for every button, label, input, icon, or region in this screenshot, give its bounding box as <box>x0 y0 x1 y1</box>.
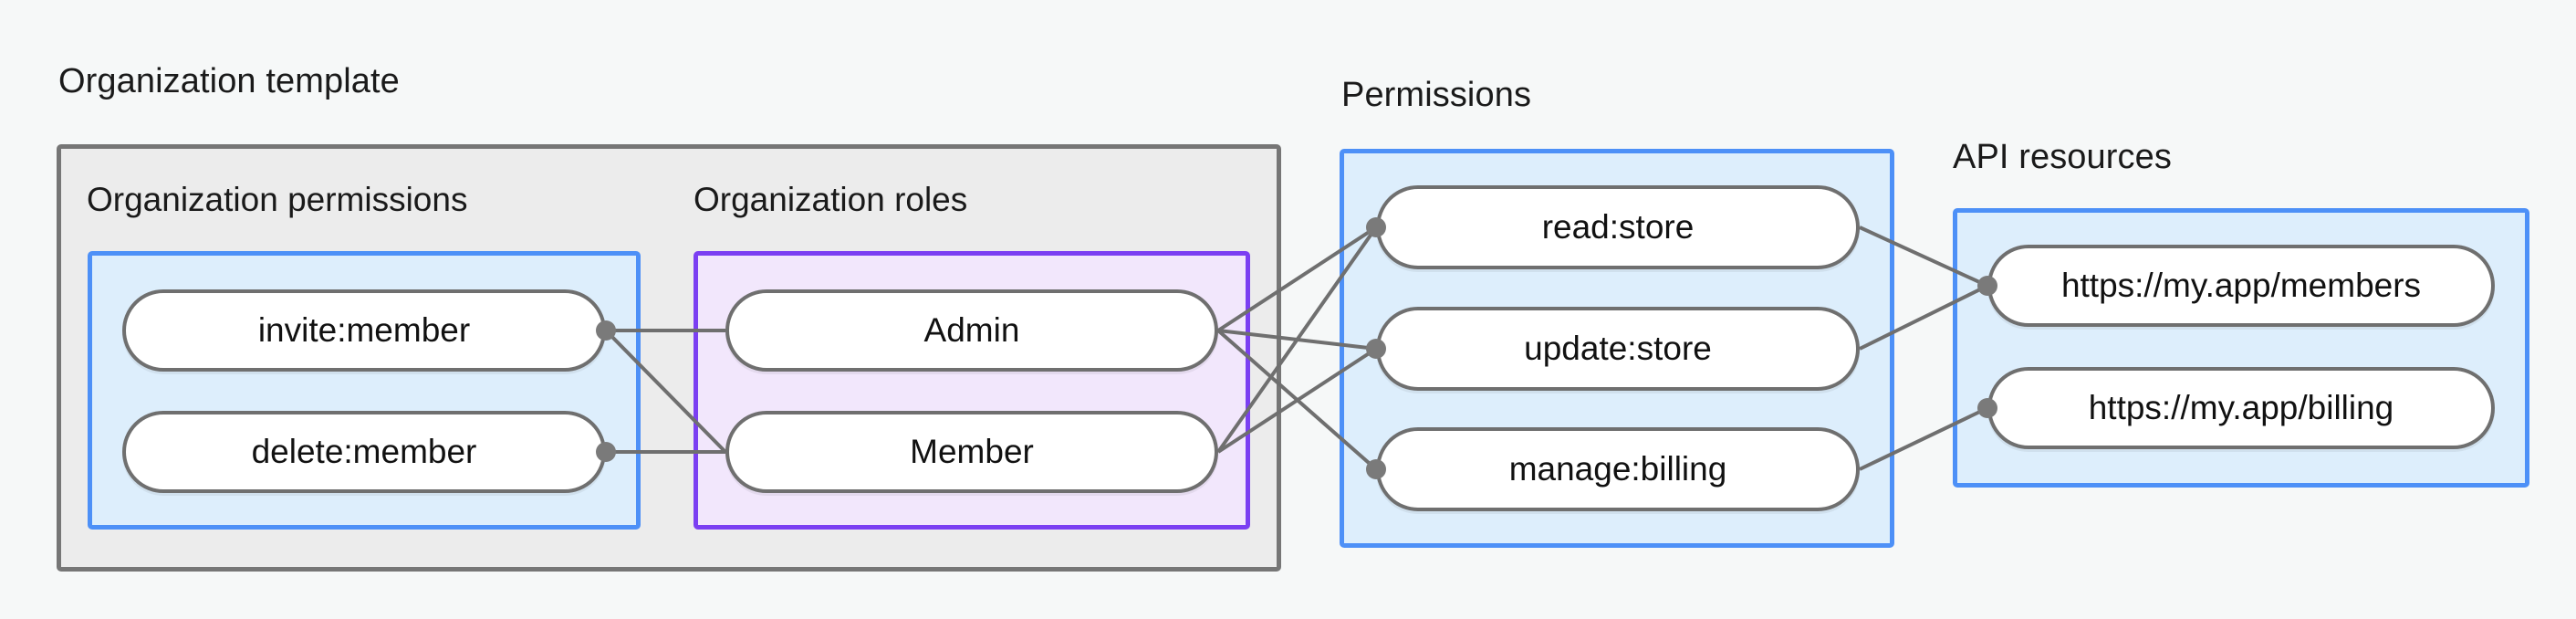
node-delete-member[interactable]: delete:member <box>122 411 606 493</box>
subgroup-label-organization-roles: Organization roles <box>694 181 968 218</box>
group-label-organization-template: Organization template <box>58 62 400 100</box>
node-api-billing[interactable]: https://my.app/billing <box>1987 367 2495 449</box>
node-role-admin[interactable]: Admin <box>725 289 1218 372</box>
node-read-store[interactable]: read:store <box>1376 185 1860 269</box>
subgroup-label-organization-permissions: Organization permissions <box>87 181 468 218</box>
group-label-api-resources: API resources <box>1953 138 2172 176</box>
node-manage-billing[interactable]: manage:billing <box>1376 427 1860 511</box>
group-label-permissions: Permissions <box>1341 76 1532 114</box>
node-update-store[interactable]: update:store <box>1376 307 1860 391</box>
node-invite-member[interactable]: invite:member <box>122 289 606 372</box>
node-api-members[interactable]: https://my.app/members <box>1987 245 2495 327</box>
node-role-member[interactable]: Member <box>725 411 1218 493</box>
